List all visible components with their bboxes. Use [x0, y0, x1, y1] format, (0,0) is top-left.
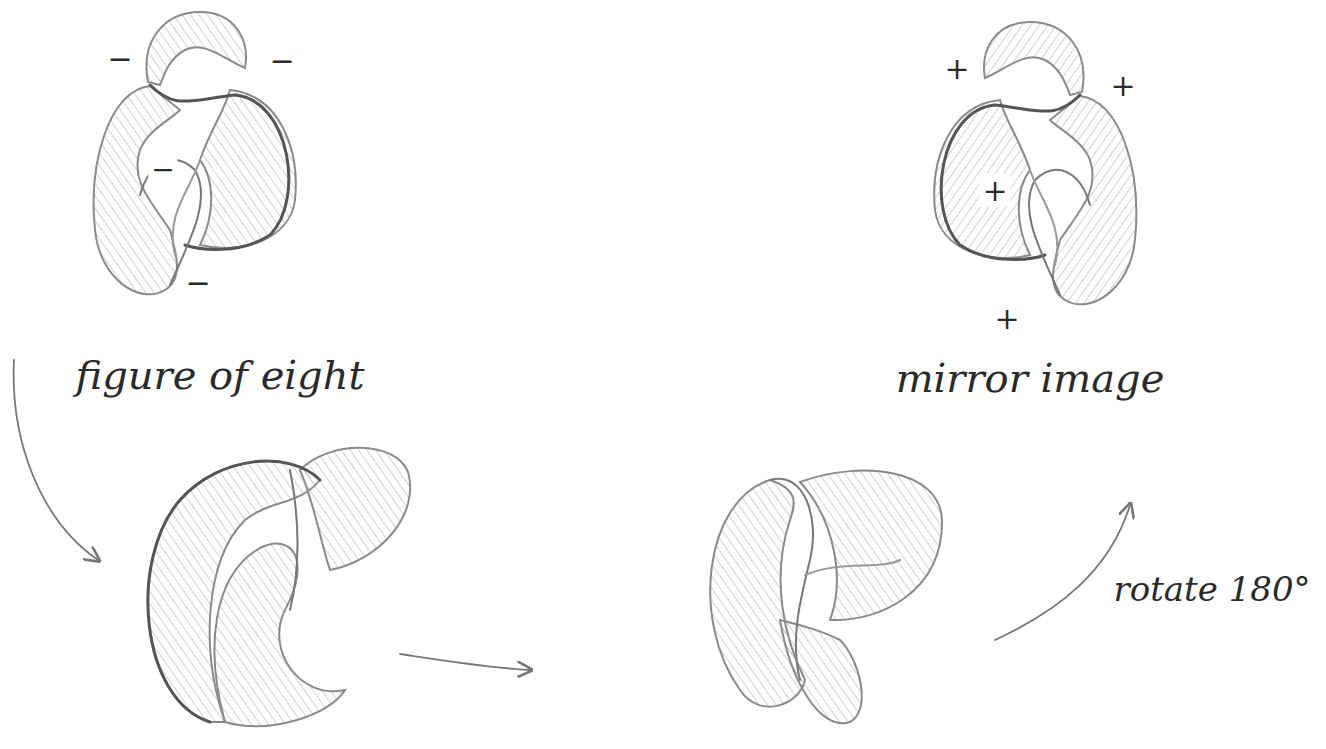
- sign-mark: +: [979, 174, 1010, 207]
- sign-mark: +: [1107, 69, 1138, 102]
- sign-mark: −: [266, 44, 297, 77]
- sign-mark: −: [148, 155, 177, 186]
- mirror-surface: [934, 22, 1136, 304]
- arrows: [14, 360, 1130, 670]
- sign-mark: −: [182, 266, 213, 299]
- caption-text: figure of eight: [72, 353, 367, 397]
- straight-arrow: [400, 654, 530, 670]
- caption-text: rotate 180°: [1110, 571, 1313, 608]
- deformed-surface: [148, 448, 410, 726]
- sign-mark: −: [104, 42, 135, 75]
- rotated-surface: [710, 471, 942, 724]
- sign-mark: +: [991, 302, 1022, 335]
- sign-mark: +: [941, 52, 972, 85]
- caption-text: mirror image: [893, 356, 1168, 400]
